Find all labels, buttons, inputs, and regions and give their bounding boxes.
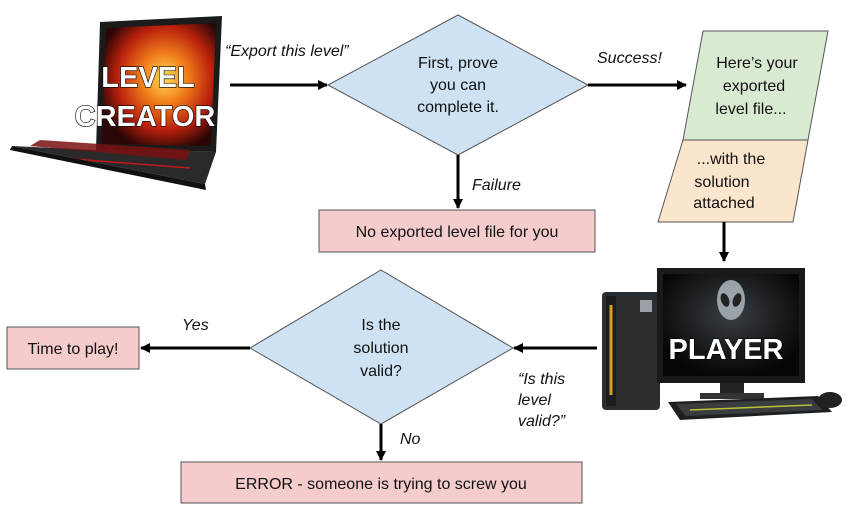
arrow-success-label: Success! [597,50,662,67]
decision-valid-line3: valid? [360,363,402,380]
decision-prove-line1: First, prove [418,55,498,72]
box-error [180,461,583,504]
laptop-label-line1: LEVEL [101,62,194,94]
box-error-text: ERROR - someone is trying to screw you [235,476,527,493]
box-time-to-play [6,326,140,370]
arrow-failure-label: Failure [472,177,521,194]
laptop-illustration [10,16,222,190]
box-no-export-text: No exported level file for you [356,224,559,241]
desktop-pc-illustration [602,268,842,420]
box-time-to-play-text: Time to play! [28,341,119,358]
laptop-label-line2: CREATOR [75,101,216,133]
pc-label: PLAYER [669,334,784,366]
decision-prove-line3: complete it. [417,99,499,116]
exported-file-line1: Here’s your [716,55,798,72]
decision-valid-line2: solution [353,340,408,357]
arrow-is-valid-line3: valid?” [518,413,566,430]
arrow-yes-label: Yes [182,317,209,334]
arrow-is-valid-line2: level [518,392,551,409]
decision-prove-line2: you can [430,77,486,94]
solution-attached-box [657,139,809,223]
box-no-export [318,209,596,253]
arrow-no-label: No [400,431,421,448]
solution-attached-line1: ...with the [697,151,766,168]
arrow-export-label: “Export this level” [225,43,349,60]
exported-file-line2: exported [723,78,785,95]
arrow-is-valid-line1: “Is this [518,371,565,388]
solution-attached-line3: attached [693,195,754,212]
solution-attached-line2: solution [694,174,749,191]
decision-valid-line1: Is the [361,317,400,334]
exported-file-line3: level file... [715,101,786,118]
